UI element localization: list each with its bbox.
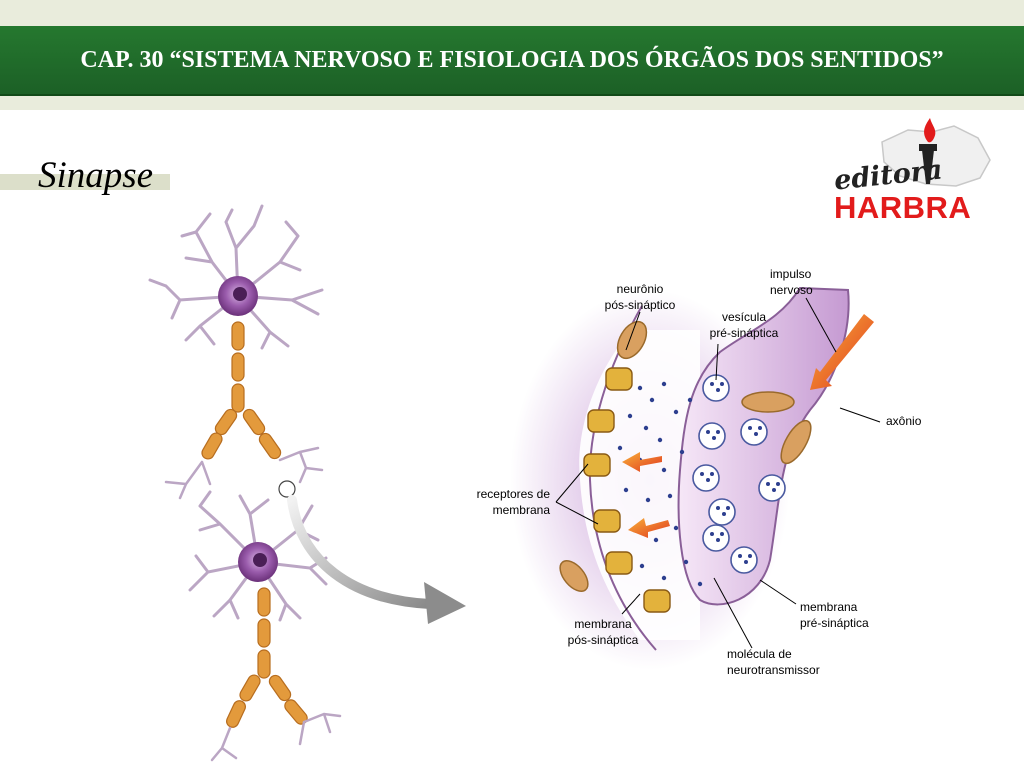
harbra-logo: editora HARBRA [830, 112, 995, 227]
label-molecula-de-neurotransmissor: molécula de neurotransmissor [727, 647, 820, 677]
label-membrana-pre-sinaptica: membrana pré-sináptica [800, 600, 869, 630]
label-membrana-pos-sinaptica: membrana pós-sináptica [567, 617, 639, 647]
upper-nucleus [233, 287, 247, 301]
zoom-circle [278, 480, 296, 498]
zoom-curved-arrow [287, 495, 435, 609]
slide-title: Sinapse [38, 155, 154, 196]
zoom-arrowhead [424, 582, 466, 624]
upper-axon-myelin [201, 321, 282, 460]
title-underline-stripe [0, 174, 170, 190]
synapse-closeup [510, 286, 874, 670]
release-arrow-icon-2 [628, 518, 670, 538]
upper-axon-terminals [164, 446, 324, 500]
mitochondria [559, 320, 812, 592]
label-impulso-nervoso: impulso nervoso [770, 267, 813, 297]
chapter-title: CAP. 30 “SISTEMA NERVOSO E FISIOLOGIA DO… [80, 47, 944, 73]
label-leader-lines [555, 297, 881, 649]
upper-neuron [148, 204, 324, 500]
label-neuronio-pos-sinaptico: neurônio pós-sináptico [604, 282, 676, 312]
label-vesicula-pre-sinaptica: vesícula pré-sináptica [709, 310, 779, 340]
lower-axon-terminals [210, 712, 342, 762]
vesicle-contents [700, 382, 780, 564]
label-axonio: axônio [886, 414, 922, 428]
lower-neuron [188, 490, 342, 762]
lower-axon-myelin [226, 587, 308, 728]
logo-wordmark: HARBRA [834, 190, 972, 225]
release-arrow-icon [622, 452, 662, 472]
lower-nucleus [253, 553, 267, 567]
brazil-map-torch-icon [881, 118, 991, 187]
membrane-receptors [583, 367, 671, 613]
neurotransmitter-molecules [601, 375, 703, 587]
label-receptores-de-membrana: receptores de membrana [476, 487, 550, 517]
impulse-arrow-icon [810, 314, 874, 390]
header-bar: CAP. 30 “SISTEMA NERVOSO E FISIOLOGIA DO… [0, 26, 1024, 96]
